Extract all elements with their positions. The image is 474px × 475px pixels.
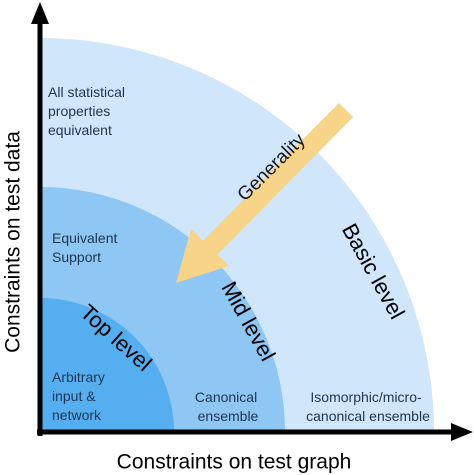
mid-data-line: Support (52, 249, 101, 265)
x-axis-label: Constraints on test graph (117, 451, 352, 474)
mid-data-line: Equivalent (52, 230, 117, 246)
basic-data-line: equivalent (48, 122, 112, 138)
basic-graph-line: Isomorphic/micro- (310, 389, 422, 405)
mid-data-text: Equivalent Support (52, 230, 121, 265)
x-axis (37, 423, 473, 441)
top-data-line: input & (52, 388, 96, 404)
basic-data-line: All statistical (48, 84, 125, 100)
generality-arrow (176, 102, 354, 283)
top-data-line: network (52, 407, 102, 423)
basic-data-line: properties (48, 103, 110, 119)
basic-data-text: All statistical properties equivalent (48, 84, 129, 138)
top-data-line: Arbitrary (52, 369, 105, 385)
y-axis-label: Constraints on test data (2, 131, 25, 353)
top-data-text: Arbitrary input & network (52, 369, 109, 423)
basic-graph-line: canonical ensemble (306, 408, 430, 424)
mid-graph-line: ensemble (198, 408, 259, 424)
top-level-region (40, 298, 174, 432)
y-axis (31, 2, 49, 436)
mid-graph-text: Canonical ensemble (195, 389, 261, 424)
mid-graph-line: Canonical (195, 389, 257, 405)
basic-graph-text: Isomorphic/micro- canonical ensemble (306, 389, 430, 424)
